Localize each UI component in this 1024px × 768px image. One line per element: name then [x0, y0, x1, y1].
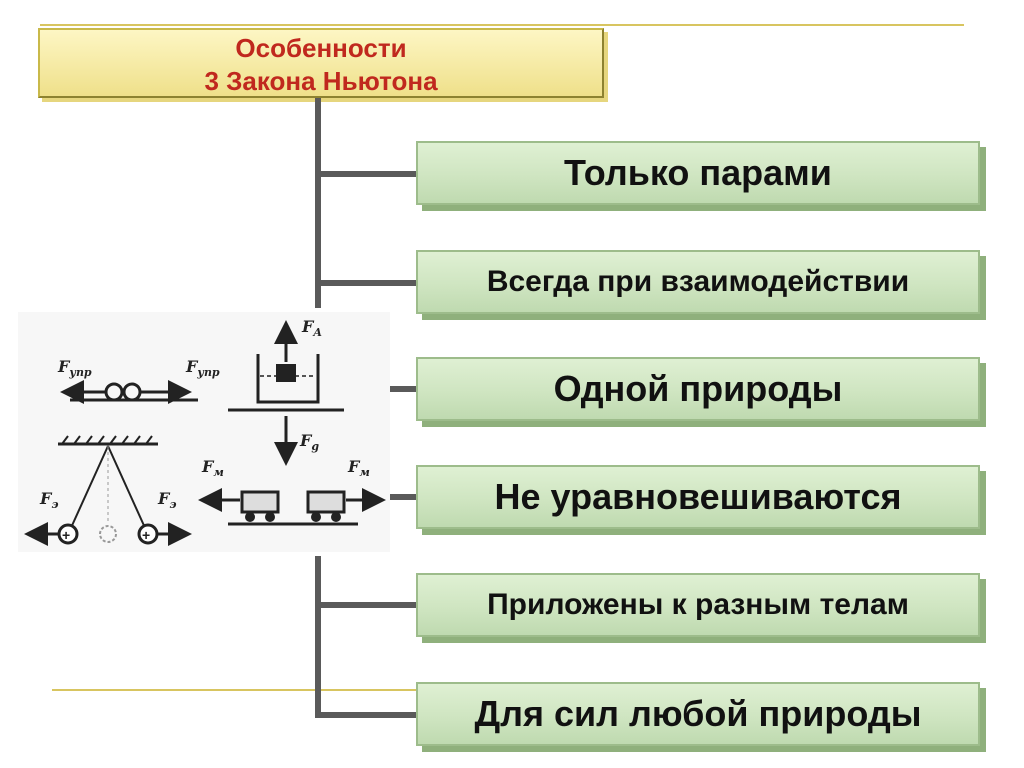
- feature-box-always-interaction: Всегда при взаимодействии: [416, 250, 980, 314]
- feature-label: Для сил любой природы: [474, 693, 922, 734]
- force-label: Fg: [299, 431, 319, 453]
- force-label: Fэ: [157, 489, 176, 511]
- magnetic-force-diagram: Fм Fм: [198, 457, 386, 526]
- force-label: Fм: [347, 457, 370, 479]
- feature-box-different-bodies: Приложены к разным телам: [416, 573, 980, 637]
- electric-force-diagram: + + Fэ Fэ: [24, 435, 192, 546]
- wheel-icon: [311, 512, 321, 522]
- cart-icon: [240, 490, 280, 514]
- cart-icon: [306, 490, 346, 514]
- top-rule: [40, 24, 964, 26]
- title-line-1: Особенности: [235, 33, 407, 63]
- feature-label: Не уравновешиваются: [494, 476, 902, 517]
- connector-trunk-upper: [315, 98, 321, 308]
- connector-branch-3: [382, 386, 416, 392]
- force-pairs-illustration: Fупр Fупр FA Fg + + Fэ Fэ: [18, 312, 390, 552]
- wheel-icon: [331, 512, 341, 522]
- connector-branch-2: [315, 280, 416, 286]
- force-label: Fэ: [39, 489, 58, 511]
- plus-sign-icon: +: [142, 527, 150, 543]
- connector-branch-1: [315, 171, 416, 177]
- feature-box-only-pairs: Только парами: [416, 141, 980, 205]
- thread-line: [69, 445, 109, 531]
- plus-sign-icon: +: [62, 527, 70, 543]
- feature-label: Только парами: [564, 152, 832, 193]
- wheel-icon: [245, 512, 255, 522]
- vessel-icon: [256, 354, 320, 404]
- feature-label: Приложены к разным телам: [487, 588, 909, 621]
- force-label: Fм: [201, 457, 224, 479]
- body-icon: [276, 364, 296, 382]
- connector-branch-5: [315, 602, 416, 608]
- elastic-force-diagram: Fупр Fупр: [57, 357, 220, 404]
- charged-ball-icon: [137, 523, 159, 545]
- force-label: FA: [301, 317, 322, 339]
- connector-branch-6: [315, 712, 416, 718]
- wheel-icon: [265, 512, 275, 522]
- feature-box-not-balanced: Не уравновешиваются: [416, 465, 980, 529]
- feature-label: Всегда при взаимодействии: [486, 265, 910, 298]
- title-line-2: 3 Закона Ньютона: [204, 66, 438, 96]
- connector-trunk-lower: [315, 556, 321, 718]
- feature-box-same-nature: Одной природы: [416, 357, 980, 421]
- connector-branch-4: [382, 494, 416, 500]
- buoyancy-force-diagram: FA Fg: [228, 317, 344, 466]
- force-label: Fупр: [57, 357, 92, 379]
- force-label: Fупр: [185, 357, 220, 379]
- ceiling-hatch: [61, 435, 153, 445]
- ball-rest-icon: [99, 525, 117, 543]
- feature-label: Одной природы: [553, 368, 843, 409]
- thread-line: [107, 445, 147, 531]
- title-box: Особенности 3 Закона Ньютона: [38, 28, 604, 98]
- charged-ball-icon: [57, 523, 79, 545]
- feature-box-any-nature: Для сил любой природы: [416, 682, 980, 746]
